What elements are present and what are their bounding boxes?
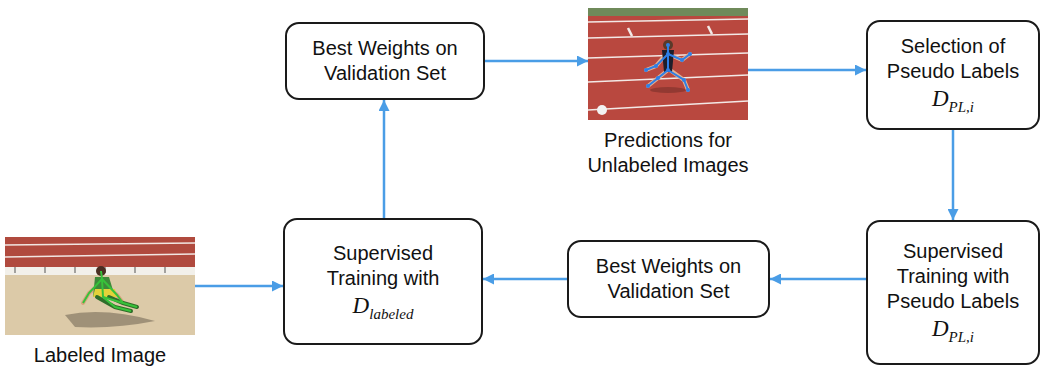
flow-arrow xyxy=(483,278,567,281)
math-symbol: D xyxy=(353,293,370,318)
flow-arrow xyxy=(748,69,866,72)
image-node: Predictions for Unlabeled Images xyxy=(573,8,763,178)
box-label: Supervised Training with xyxy=(297,241,469,291)
math-symbol: D xyxy=(932,86,949,111)
math-subscript: PL,i xyxy=(949,329,974,345)
flow-arrow xyxy=(770,278,866,281)
math-subscript: labeled xyxy=(369,306,413,322)
math-subscript: PL,i xyxy=(949,99,974,115)
box-label: Best Weights on Validation Set xyxy=(299,36,471,86)
process-box: Selection of Pseudo LabelsDPL,i xyxy=(866,20,1040,130)
flow-arrow xyxy=(195,285,283,288)
box-label: Supervised Training with Pseudo Labels xyxy=(880,239,1026,314)
process-box: Supervised Training with Pseudo LabelsDP… xyxy=(866,220,1040,365)
track-photo xyxy=(588,8,748,120)
image-frame xyxy=(588,8,748,120)
flow-arrow xyxy=(952,130,955,220)
box-label: Best Weights on Validation Set xyxy=(581,254,756,304)
long-jump-photo xyxy=(5,237,195,335)
image-node: Labeled Image xyxy=(2,237,198,368)
image-caption: Predictions for Unlabeled Images xyxy=(573,128,763,178)
flow-arrow xyxy=(485,60,588,63)
flow-arrow xyxy=(383,100,386,218)
math-symbol: D xyxy=(932,316,949,341)
image-caption: Labeled Image xyxy=(2,343,198,368)
process-box: Best Weights on Validation Set xyxy=(567,240,770,318)
box-label: Selection of Pseudo Labels xyxy=(880,34,1026,84)
process-box: Best Weights on Validation Set xyxy=(285,22,485,100)
process-box: Supervised Training withDlabeled xyxy=(283,218,483,345)
image-frame xyxy=(5,237,195,335)
